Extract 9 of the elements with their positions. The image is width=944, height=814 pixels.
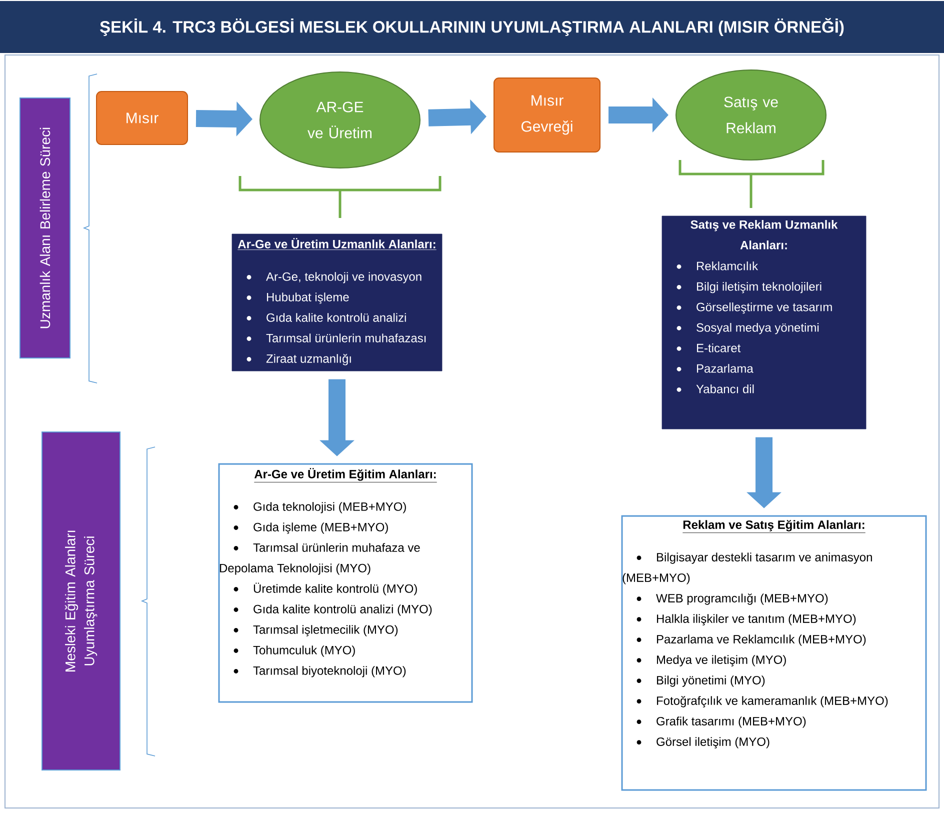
process-box: Mısır Gevreği bbox=[494, 78, 600, 152]
list-box: Ar-Ge ve Üretim Uzmanlık Alanları: Ar-Ge, teknoloji ve inovasyon Hububat işleme Gıda kalite kontrolü analizi Tarımsal ürünlerin muhafazası Ziraat uzmanlığı bbox=[232, 234, 442, 372]
list-box: Satış ve Reklam Uzmanlık Alanları: Reklamcılık Bilgi iletişim teknolojileri Görselleştirme ve tasarım Sosyal medya yönetimi E-ticaret Pazarlama Yabancı dil bbox=[662, 216, 866, 430]
title-banner: ŞEKİL 4. TRC3 BÖLGESİ MESLEK OKULLARININ UYUMLAŞTIRMA ALANLARI (MISIR ÖRNEĞİ) bbox=[0, 1, 944, 53]
stage-band: Uzmanlık Alanı Belirleme Süreci bbox=[20, 98, 70, 358]
stage-band: Mesleki Eğitim Alanları Uyumlaştırma Süreci bbox=[42, 432, 120, 770]
process-box: Mısır bbox=[96, 91, 188, 145]
list-box: Reklam ve Satış Eğitim Alanları: Bilgisayar destekli tasarım ve animasyon (MEB+MYO) WEB programcılığı (MEB+MYO) Halkla ilişkiler ve tanıtım (MEB+MYO) Pazarlama ve Reklamcılık (MEB+MYO) Medya ve iletişim (MYO) Bilgi yönetimi (MYO) Fotoğrafçılık ve kameramanlık (MEB+MYO) Grafik tasarımı (MEB+MYO) Görsel iletişim (MYO) bbox=[621, 515, 927, 791]
list-box: Ar-Ge ve Üretim Eğitim Alanları: Gıda teknolojisi (MEB+MYO) Gıda işleme (MEB+MYO) Tarımsal ürünlerin muhafaza ve Depolama Teknolojisi (MYO) Üretimde kalite kontrolü (MYO) Gıda kalite kontrolü analizi (MYO) Tarımsal işletmecilik (MYO) Tohumculuk (MYO) Tarımsal biyoteknoloji (MYO) bbox=[218, 463, 473, 703]
